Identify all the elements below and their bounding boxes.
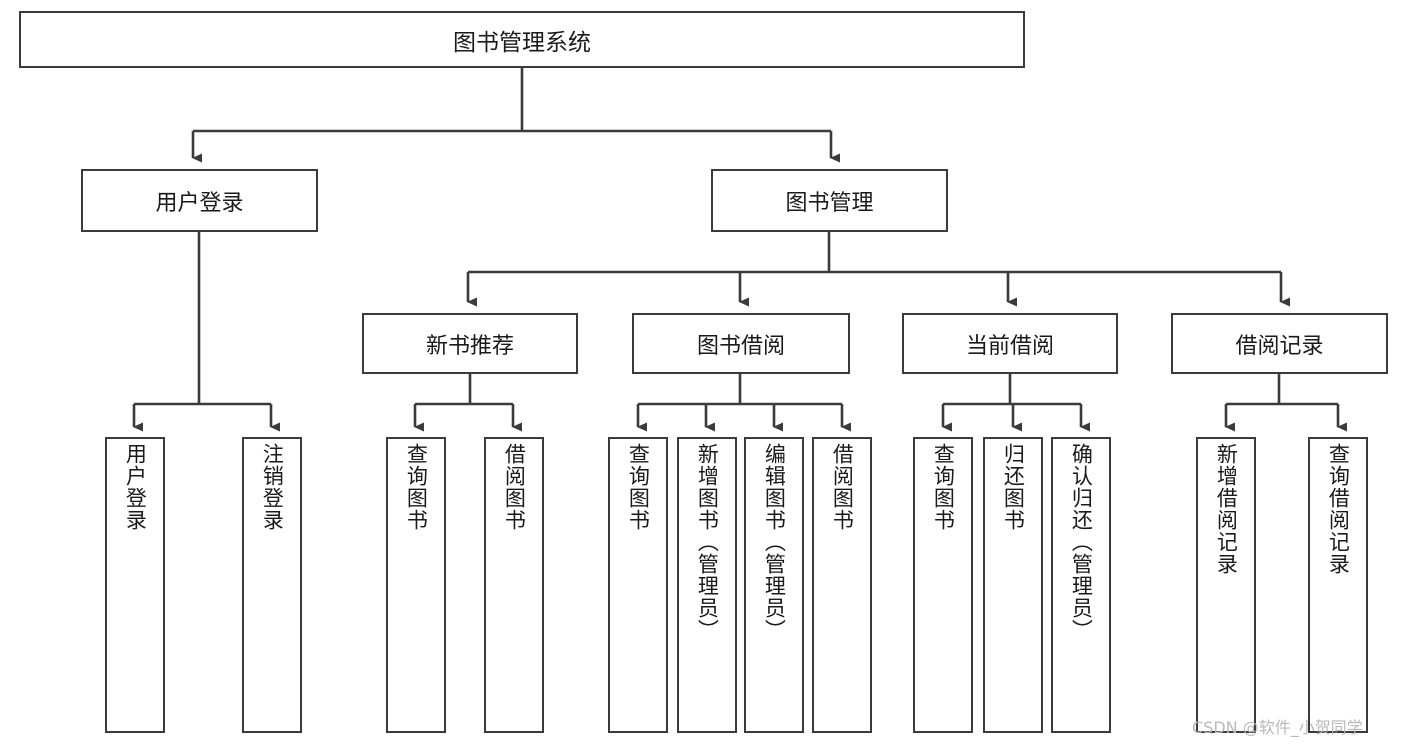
node-leaf-add-record-label: 新增借阅记录 — [1214, 443, 1239, 575]
node-book-borrow[interactable]: 图书借阅 — [632, 313, 850, 374]
node-leaf-logout-label: 注销登录 — [260, 443, 285, 531]
node-user-login-label: 用户登录 — [155, 190, 244, 216]
node-leaf-edit-book[interactable]: 编辑图书（管理员） — [744, 437, 804, 733]
node-borrow-record-label: 借阅记录 — [1235, 333, 1324, 359]
node-root-label: 图书管理系统 — [453, 29, 591, 56]
node-leaf-add-record[interactable]: 新增借阅记录 — [1196, 437, 1256, 733]
node-leaf-add-book[interactable]: 新增图书（管理员） — [677, 437, 737, 733]
node-leaf-return-book[interactable]: 归还图书 — [983, 437, 1043, 733]
watermark: CSDN @软件_小贺同学 — [1192, 718, 1363, 737]
node-leaf-borrow-book-1-label: 借阅图书 — [502, 443, 527, 531]
node-leaf-borrow-book-1[interactable]: 借阅图书 — [484, 437, 544, 733]
node-new-book-rec[interactable]: 新书推荐 — [362, 313, 578, 374]
node-leaf-confirm-return-label: 确认归还（管理员） — [1069, 443, 1094, 641]
node-book-manage-label: 图书管理 — [785, 190, 874, 216]
node-leaf-confirm-return[interactable]: 确认归还（管理员） — [1051, 437, 1111, 733]
node-root[interactable]: 图书管理系统 — [19, 11, 1025, 68]
node-leaf-user-login-label: 用户登录 — [123, 443, 148, 531]
node-user-login[interactable]: 用户登录 — [81, 169, 318, 232]
node-leaf-query-book-3[interactable]: 查询图书 — [913, 437, 973, 733]
node-leaf-user-login[interactable]: 用户登录 — [105, 437, 165, 733]
node-leaf-borrow-book-2[interactable]: 借阅图书 — [812, 437, 872, 733]
node-leaf-edit-book-label: 编辑图书（管理员） — [762, 443, 787, 641]
node-leaf-query-book-1-label: 查询图书 — [404, 443, 429, 531]
node-leaf-query-record[interactable]: 查询借阅记录 — [1308, 437, 1368, 733]
node-new-book-rec-label: 新书推荐 — [425, 333, 514, 359]
node-leaf-query-record-label: 查询借阅记录 — [1326, 443, 1351, 575]
node-leaf-add-book-label: 新增图书（管理员） — [695, 443, 720, 641]
node-book-borrow-label: 图书借阅 — [696, 333, 785, 359]
node-book-manage[interactable]: 图书管理 — [711, 169, 948, 232]
node-leaf-query-book-1[interactable]: 查询图书 — [386, 437, 446, 733]
node-borrow-record[interactable]: 借阅记录 — [1171, 313, 1388, 374]
node-leaf-borrow-book-2-label: 借阅图书 — [830, 443, 855, 531]
node-leaf-query-book-3-label: 查询图书 — [931, 443, 956, 531]
node-leaf-return-book-label: 归还图书 — [1001, 443, 1026, 531]
node-current-borrow-label: 当前借阅 — [965, 333, 1054, 359]
node-current-borrow[interactable]: 当前借阅 — [902, 313, 1118, 374]
node-leaf-query-book-2-label: 查询图书 — [626, 443, 651, 531]
node-leaf-logout[interactable]: 注销登录 — [242, 437, 302, 733]
node-leaf-query-book-2[interactable]: 查询图书 — [608, 437, 668, 733]
